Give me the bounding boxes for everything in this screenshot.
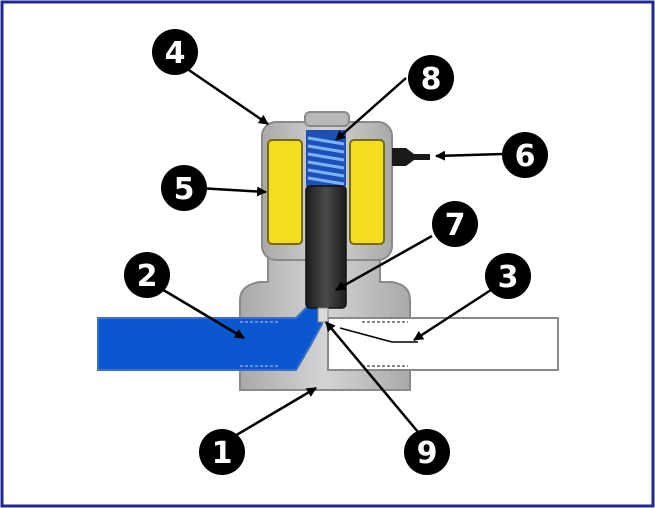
callout-5: 5 <box>161 165 207 211</box>
callout-2: 2 <box>124 252 170 298</box>
callout-3: 3 <box>485 253 531 299</box>
callout-9: 9 <box>404 429 450 475</box>
spring <box>306 130 346 186</box>
coil-left <box>267 139 303 245</box>
outlet-pipe <box>327 317 559 371</box>
callout-1: 1 <box>199 429 245 475</box>
electrical-connector <box>392 148 430 166</box>
leader-1 <box>227 386 317 442</box>
outlet-flow-arrow <box>339 327 418 343</box>
plunger <box>305 185 347 309</box>
leader-8 <box>335 77 407 141</box>
callout-2-label: 2 <box>137 259 158 294</box>
leader-7 <box>335 234 433 292</box>
leader-6 <box>435 150 504 161</box>
callout-8: 8 <box>408 55 454 101</box>
callout-9-label: 9 <box>417 436 438 471</box>
callout-7-label: 7 <box>445 208 466 243</box>
leader-5 <box>197 186 267 197</box>
callout-7: 7 <box>432 201 478 247</box>
leader-4 <box>179 62 269 126</box>
leader-2 <box>159 286 245 340</box>
callout-1-label: 1 <box>212 436 233 471</box>
coil-right <box>349 139 385 245</box>
callout-6: 6 <box>502 132 548 178</box>
leader-9 <box>325 321 419 433</box>
callout-4-label: 4 <box>165 36 186 71</box>
inlet-pipe <box>97 303 323 371</box>
callout-8-label: 8 <box>421 62 442 97</box>
leader-lines <box>159 62 504 442</box>
valve-seat <box>317 307 329 323</box>
callout-6-label: 6 <box>515 139 536 174</box>
callouts: 4 8 5 6 7 2 3 1 <box>124 29 548 475</box>
leader-3 <box>413 286 495 342</box>
callout-4: 4 <box>152 29 198 75</box>
callout-3-label: 3 <box>498 260 519 295</box>
callout-5-label: 5 <box>174 172 195 207</box>
